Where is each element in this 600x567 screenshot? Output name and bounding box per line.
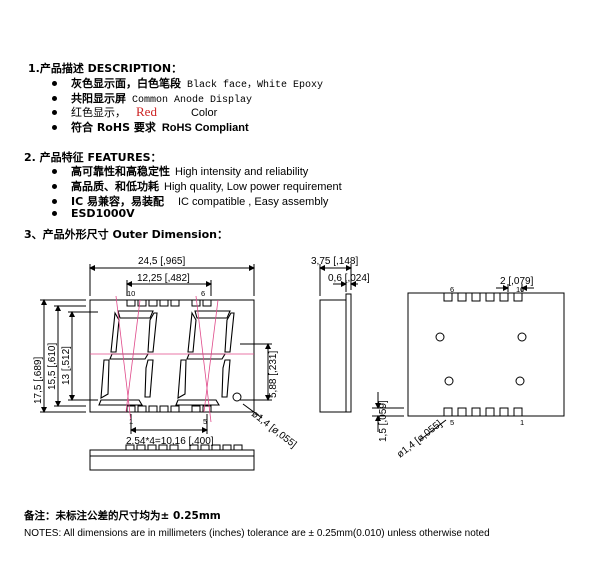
back-top-pins bbox=[443, 293, 523, 302]
dim-side-depth: 3,75 [,148] bbox=[311, 256, 358, 267]
dim-back-dot-dia: ø1,4 [ø,055] bbox=[395, 418, 444, 460]
digit-2 bbox=[175, 310, 235, 406]
item-en: IC compatible , Easy assembly bbox=[178, 196, 329, 208]
item-en: High intensity and reliability bbox=[175, 166, 309, 178]
mount-hole-icon bbox=[515, 376, 525, 386]
decimal-point-icon bbox=[232, 392, 242, 402]
back-body bbox=[407, 292, 565, 417]
item-zh: 高可靠性和高稳定性 bbox=[71, 165, 170, 178]
segment-b bbox=[224, 312, 235, 353]
mount-hole-icon bbox=[435, 332, 445, 342]
pin-label: 1 bbox=[520, 418, 524, 427]
mount-hole-icon bbox=[517, 332, 527, 342]
dim-digit-pitch: 12,25 [,482] bbox=[137, 273, 190, 284]
side-lead bbox=[345, 293, 352, 413]
bullet-icon bbox=[52, 124, 57, 130]
pin-label: 5 bbox=[450, 418, 454, 427]
front-bottom-pins bbox=[126, 405, 212, 412]
segment-b bbox=[147, 312, 158, 353]
note-en: NOTES: All dimensions are in millimeters… bbox=[24, 528, 490, 539]
bullet-icon bbox=[52, 210, 57, 216]
segment-d bbox=[175, 399, 220, 406]
item-zh: ESD1000V bbox=[71, 207, 135, 220]
pin-label: 10 bbox=[516, 285, 524, 294]
bullet-icon bbox=[52, 168, 57, 174]
list-item: IC 易兼容，易装配 IC compatible , Easy assembly bbox=[52, 193, 329, 208]
front-body bbox=[89, 299, 255, 413]
segment-c bbox=[144, 359, 154, 398]
list-item: 高品质、和低功耗 High quality, Low power requirem… bbox=[52, 178, 342, 193]
segment-g bbox=[109, 353, 149, 360]
side-view bbox=[319, 264, 358, 413]
item-zh: IC 易兼容，易装配 bbox=[71, 195, 164, 208]
outer-dimension-title: 3、产品外形尺寸 Outer Dimension： bbox=[24, 228, 228, 241]
pin-label: 6 bbox=[450, 285, 454, 294]
digit-1 bbox=[98, 310, 158, 406]
item-zh: 红色显示， bbox=[71, 106, 126, 119]
front-bottom-strip bbox=[89, 449, 255, 471]
description-title: 1.产品描述 DESCRIPTION： bbox=[28, 62, 183, 75]
segment-g bbox=[186, 353, 226, 360]
item-zh: 符合 RoHS 要求 bbox=[71, 121, 156, 134]
features-title: 2. 产品特征 FEATURES： bbox=[24, 151, 162, 164]
dim-pin-pitch: 2.54*4=10,16 [,400] bbox=[126, 436, 214, 447]
item-zh: 灰色显示面，白色笔段 bbox=[71, 77, 181, 90]
item-zh: 共阳显示屏 bbox=[71, 92, 126, 105]
item-zh: 高品质、和低功耗 bbox=[71, 180, 159, 193]
segment-c bbox=[221, 359, 231, 398]
dim-dot-dia: ø1,4 [ø,055] bbox=[249, 409, 298, 451]
segment-a bbox=[194, 310, 231, 319]
list-item: 灰色显示面，白色笔段 Black face，White Epoxy bbox=[52, 75, 324, 91]
mount-hole-icon bbox=[444, 376, 454, 386]
bullet-icon bbox=[52, 109, 57, 115]
pin-label: 10 bbox=[127, 289, 135, 298]
item-en: Color bbox=[190, 107, 218, 119]
pin-label: 5 bbox=[203, 417, 207, 426]
dim-side-lead: 0,6 [,024] bbox=[328, 273, 370, 284]
segment-f bbox=[110, 311, 120, 353]
item-red: Red bbox=[136, 104, 157, 119]
segment-guide-lines bbox=[90, 295, 254, 423]
item-en: Common Anode Display bbox=[132, 95, 253, 106]
list-item: 共阳显示屏 Common Anode Display bbox=[52, 90, 253, 106]
front-top-pins bbox=[126, 300, 212, 307]
list-item: 高可靠性和高稳定性 High intensity and reliability bbox=[52, 163, 309, 178]
bullet-icon bbox=[52, 198, 57, 204]
back-bottom-pins bbox=[443, 407, 523, 416]
dim-height-a: 15,5 [,610] bbox=[47, 343, 58, 390]
back-view bbox=[372, 284, 565, 441]
bullet-icon bbox=[52, 80, 57, 86]
note-zh: 备注：未标注公差的尺寸均为± 0.25mm bbox=[24, 510, 221, 522]
item-en: Black face，White Epoxy bbox=[187, 80, 324, 91]
pin-label: 1 bbox=[129, 417, 133, 426]
dim-width-total: 24,5 [,965] bbox=[138, 256, 185, 267]
dim-height-total: 17,5 [,689] bbox=[33, 357, 44, 404]
dim-back-height: 1,5 [,059] bbox=[378, 400, 389, 442]
segment-e bbox=[177, 359, 187, 399]
dim-back-pin: 2 [,079] bbox=[500, 276, 534, 287]
front-view bbox=[40, 264, 272, 471]
bullet-icon bbox=[52, 183, 57, 189]
side-body bbox=[319, 299, 347, 413]
item-en: High quality, Low power requirement bbox=[164, 181, 342, 193]
segment-f bbox=[187, 311, 197, 353]
pin-label: 6 bbox=[201, 289, 205, 298]
list-item: 符合 RoHS 要求 RoHS Compliant bbox=[52, 119, 249, 134]
list-item: 红色显示， Red Color bbox=[52, 104, 218, 119]
dim-height-b: 13 [,512] bbox=[61, 346, 72, 385]
item-en: RoHS Compliant bbox=[161, 122, 249, 134]
segment-a bbox=[117, 310, 154, 319]
dim-digit-height: 5,88 [,231] bbox=[268, 351, 279, 398]
segment-e bbox=[100, 359, 110, 399]
bullet-icon bbox=[52, 95, 57, 101]
list-item: ESD1000V bbox=[52, 207, 135, 221]
segment-d bbox=[98, 399, 143, 406]
